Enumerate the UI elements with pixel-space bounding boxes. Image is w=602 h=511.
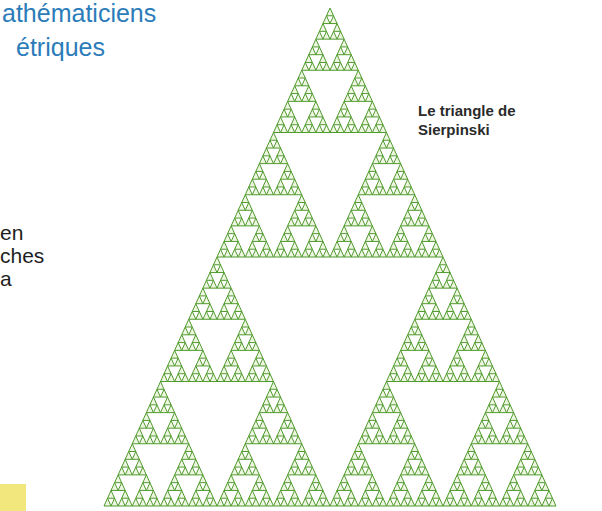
heading-fragment: athématiciens: [2, 0, 156, 29]
yellow-band: [0, 484, 26, 511]
sierpinski-triangle: [104, 8, 556, 506]
heading-fragment: étriques: [16, 32, 105, 63]
body-fragment: a: [0, 266, 12, 292]
figure-caption: Le triangle de Sierpinski: [418, 102, 528, 140]
sierpinski-path: [104, 8, 556, 506]
body-fragment: en: [0, 220, 23, 246]
body-fragment: ches: [0, 243, 44, 269]
